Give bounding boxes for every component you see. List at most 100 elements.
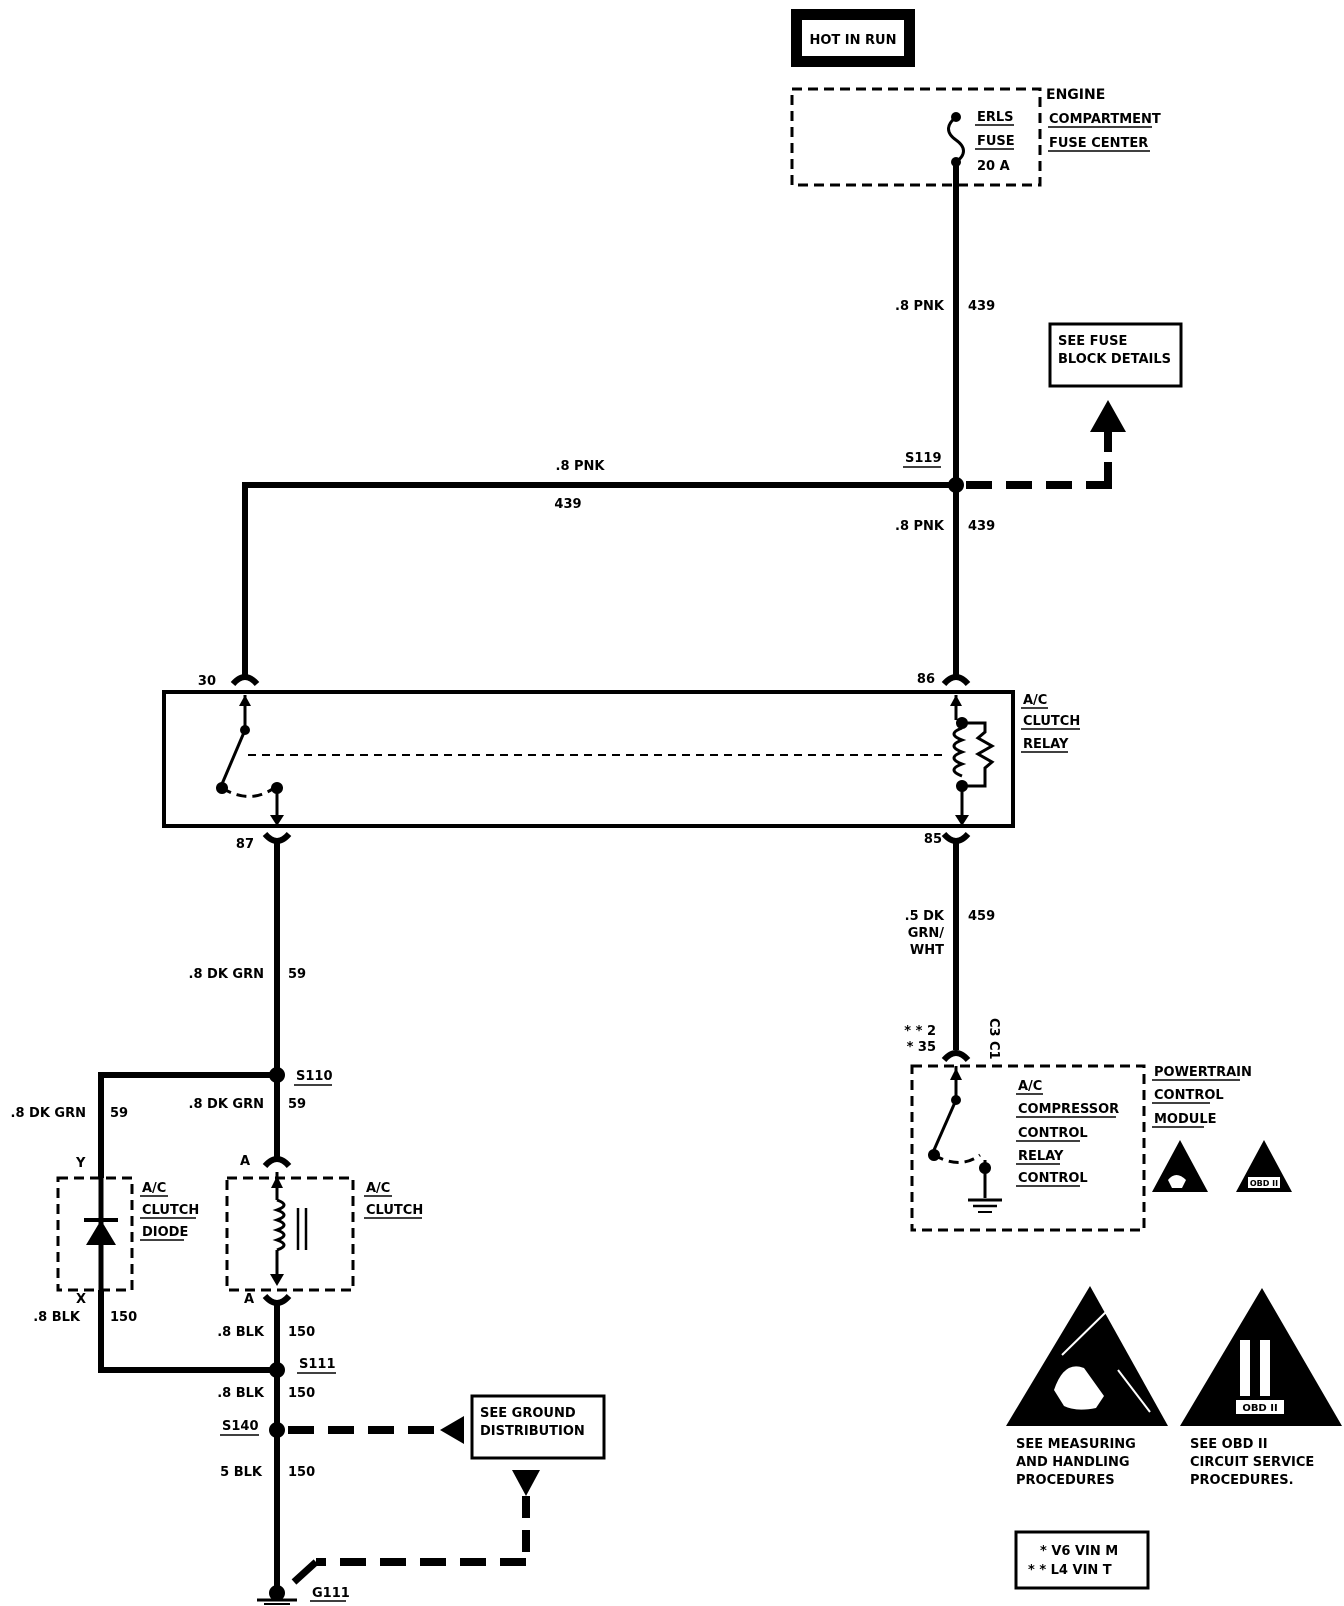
relay-pin-30: 30	[198, 674, 216, 689]
pcm-switch-icon	[932, 1099, 958, 1151]
fuse-rating: 20 A	[977, 159, 1010, 174]
see-fuse-block-line2: BLOCK DETAILS	[1058, 352, 1171, 367]
diode-icon	[86, 1220, 116, 1245]
legend-line2: * * L4 VIN T	[1028, 1563, 1112, 1578]
obd-caption-2: CIRCUIT SERVICE	[1190, 1455, 1314, 1470]
diode-pin-top: Y	[75, 1156, 86, 1171]
wire-s111-s140-gauge: .8 BLK	[217, 1386, 265, 1401]
see-ground-box: SEE GROUND DISTRIBUTION	[291, 1394, 606, 1585]
wire-s119-relay30	[242, 482, 956, 678]
wire-diode-bottom-circuit: 150	[110, 1310, 137, 1325]
ac-clutch-relay: 30 86 87 85 A/C CLUTCH RELAY	[162, 672, 1080, 852]
obd-warning: OBD II SEE OBD II CIRCUIT SERVICE PROCED…	[1180, 1288, 1342, 1488]
clutch-pin-top: A	[240, 1154, 250, 1169]
pcm-title-3: MODULE	[1154, 1112, 1217, 1127]
obd-caption-3: PROCEDURES.	[1190, 1473, 1294, 1488]
fuse-icon	[947, 115, 965, 164]
relay-title-2: CLUTCH	[1023, 714, 1080, 729]
wire-top-circuit: 439	[554, 497, 581, 512]
wire-s119-86-gauge: .8 PNK	[895, 519, 945, 534]
pcm-pin-v8: * * 2	[904, 1024, 936, 1039]
wire-85-gauge-2: GRN/	[908, 926, 945, 941]
wire-s140-ground-gauge: 5 BLK	[220, 1465, 263, 1480]
wire-fuse-s119-gauge: .8 PNK	[895, 299, 945, 314]
esd-caption-1: SEE MEASURING	[1016, 1437, 1136, 1452]
wire-top-gauge: .8 PNK	[556, 459, 606, 474]
relay-pin-86: 86	[917, 672, 935, 687]
diode-title-3: DIODE	[142, 1225, 188, 1240]
esd-small-icon	[1152, 1140, 1208, 1192]
wire-87-gauge: .8 DK GRN	[189, 967, 264, 982]
diode-title-2: CLUTCH	[142, 1203, 199, 1218]
arrow-left-icon	[440, 1416, 464, 1444]
see-ground-line1: SEE GROUND	[480, 1406, 576, 1421]
hot-in-run-label: HOT IN RUN	[809, 33, 896, 48]
legend-box: * V6 VIN M * * L4 VIN T	[1014, 1530, 1150, 1590]
pcm-internal-5: CONTROL	[1018, 1171, 1088, 1186]
relay-pin-85: 85	[924, 832, 942, 847]
wire-diode-bottom-gauge: .8 BLK	[33, 1310, 81, 1325]
esd-caption-3: PROCEDURES	[1016, 1473, 1115, 1488]
wire-s111-s140-circuit: 150	[288, 1386, 315, 1401]
pcm-internal-2: COMPRESSOR	[1018, 1102, 1119, 1117]
obd-badge: OBD II	[1242, 1403, 1277, 1414]
ac-clutch: A A A/C CLUTCH	[225, 1154, 423, 1307]
pcm-title-2: CONTROL	[1154, 1088, 1224, 1103]
esd-caption-2: AND HANDLING	[1016, 1455, 1130, 1470]
esd-warning: SEE MEASURING AND HANDLING PROCEDURES	[1006, 1286, 1168, 1488]
arrow-down-icon	[512, 1470, 540, 1496]
splice-s111-label: S111	[299, 1357, 336, 1372]
wire-85-gauge-3: WHT	[910, 943, 944, 958]
ground-g111-label: G111	[312, 1586, 350, 1601]
obd-caption-1: SEE OBD II	[1190, 1437, 1268, 1452]
wire-diode-top-gauge: .8 DK GRN	[11, 1106, 86, 1121]
ground-g111	[269, 1585, 285, 1601]
wire-clutch-top-gauge: .8 DK GRN	[189, 1097, 264, 1112]
see-ground-line2: DISTRIBUTION	[480, 1424, 585, 1439]
pcm-pin-l4: * 35	[907, 1040, 936, 1055]
resistor-icon	[962, 721, 996, 788]
legend-line1: * V6 VIN M	[1040, 1544, 1118, 1559]
pcm-title-1: POWERTRAIN	[1154, 1065, 1252, 1080]
fuse-center-title-3: FUSE CENTER	[1049, 136, 1148, 151]
wire-87-circuit: 59	[288, 967, 306, 982]
fuse-name: ERLS	[977, 110, 1014, 125]
wire-diode-s111	[98, 1290, 277, 1373]
relay-switch-icon	[220, 729, 247, 785]
diode-pin-bottom: X	[76, 1292, 86, 1307]
wire-s119-86-circuit: 439	[968, 519, 995, 534]
clutch-title-2: CLUTCH	[366, 1203, 423, 1218]
wire-85-gauge-1: .5 DK	[905, 909, 945, 924]
clutch-title-1: A/C	[366, 1181, 390, 1196]
hot-in-run-box: HOT IN RUN	[791, 9, 915, 67]
see-fuse-block-box: SEE FUSE BLOCK DETAILS	[966, 322, 1183, 489]
pcm-internal-1: A/C	[1018, 1079, 1042, 1094]
wire-clutch-bottom-circuit: 150	[288, 1325, 315, 1340]
splice-s119-label: S119	[905, 451, 942, 466]
relay-title-1: A/C	[1023, 693, 1047, 708]
relay-title-3: RELAY	[1023, 737, 1069, 752]
wire-fuse-s119-circuit: 439	[968, 299, 995, 314]
pcm-conn-c1: C1	[986, 1041, 1001, 1060]
fuse-center-title-2: COMPARTMENT	[1049, 112, 1161, 127]
splice-s140-label: S140	[222, 1419, 259, 1434]
ac-clutch-diode: Y X A/C CLUTCH DIODE	[56, 1156, 199, 1307]
wire-s140-ground-circuit: 150	[288, 1465, 315, 1480]
clutch-pin-bottom: A	[244, 1292, 254, 1307]
esd-hand-icon	[1006, 1286, 1168, 1426]
fuse-center-title-1: ENGINE	[1046, 87, 1105, 103]
pcm-internal-3: CONTROL	[1018, 1126, 1088, 1141]
fuse-label: FUSE	[977, 134, 1015, 149]
splice-s110-label: S110	[296, 1069, 333, 1084]
fuse-center: ERLS FUSE 20 A ENGINE COMPARTMENT FUSE C…	[790, 87, 1161, 187]
wire-diode-top-circuit: 59	[110, 1106, 128, 1121]
relay-pin-87: 87	[236, 837, 254, 852]
diode-title-1: A/C	[142, 1181, 166, 1196]
wire-85-circuit: 459	[968, 909, 995, 924]
relay-coil-icon	[952, 726, 967, 778]
clutch-coil-icon	[272, 1198, 286, 1252]
wire-clutch-top-circuit: 59	[288, 1097, 306, 1112]
pcm-conn-c3: C3	[986, 1018, 1001, 1037]
wire-clutch-bottom-gauge: .8 BLK	[217, 1325, 265, 1340]
